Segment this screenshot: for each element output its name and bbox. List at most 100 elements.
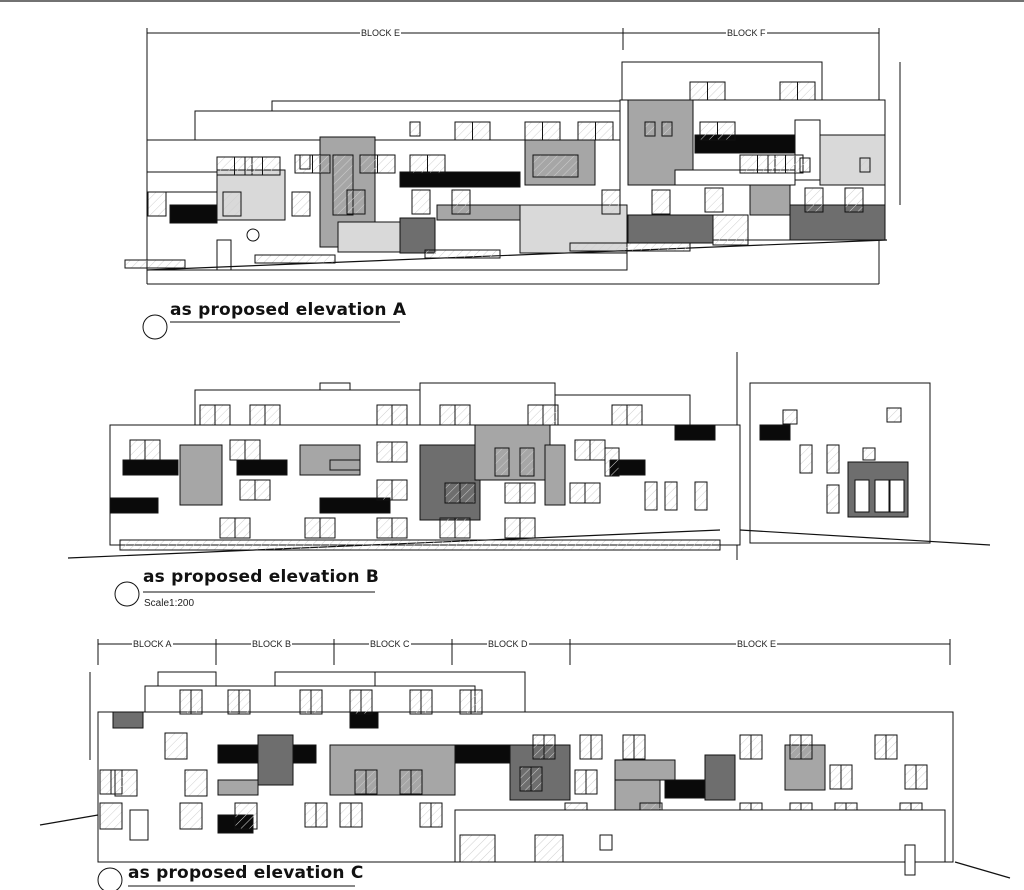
facade-panel — [749, 184, 791, 216]
elevation-b-scale: Scale1:200 — [144, 598, 195, 609]
facade-panel — [217, 744, 259, 764]
facade-panel — [329, 744, 456, 796]
facade-panel — [157, 671, 217, 688]
window — [164, 732, 188, 760]
elevation-a-marker — [142, 314, 168, 340]
elevation-b-drawing — [67, 352, 991, 607]
window — [804, 187, 824, 213]
elevation-b-marker — [114, 581, 140, 607]
facade-panel — [217, 779, 259, 796]
window — [409, 121, 421, 137]
window — [299, 154, 311, 170]
facade-panel — [614, 759, 676, 781]
window — [99, 802, 123, 830]
facade-panel — [454, 744, 511, 764]
facade-panel — [789, 204, 886, 241]
elevation-b-title: as proposed elevation B — [143, 567, 379, 587]
facade-panel — [436, 204, 523, 221]
block-d-label: BLOCK D — [487, 639, 529, 649]
facade-panel — [146, 171, 218, 193]
elevation-a-drawing — [124, 28, 901, 340]
stone-wall — [254, 254, 336, 264]
window — [664, 481, 678, 511]
facade-panel — [337, 221, 401, 253]
facade-panel — [319, 497, 391, 514]
window — [147, 191, 167, 217]
window — [644, 121, 656, 137]
window — [114, 769, 138, 797]
window — [826, 484, 840, 514]
facade-panel — [454, 809, 946, 863]
arched-window — [494, 447, 510, 477]
door — [216, 239, 232, 271]
window — [411, 189, 431, 215]
facade-panel — [292, 744, 317, 764]
facade-panel — [627, 214, 714, 244]
window — [799, 444, 813, 474]
facade-panel — [544, 444, 566, 506]
window — [346, 189, 366, 215]
facade-panel — [236, 459, 288, 476]
window — [599, 834, 613, 851]
facade-panel — [712, 214, 749, 246]
stone-wall — [569, 242, 691, 252]
facade-panel — [122, 459, 179, 476]
garage-door — [534, 834, 564, 863]
window — [644, 481, 658, 511]
facade-panel — [819, 134, 886, 186]
arched-window — [604, 447, 620, 477]
block-a-label: BLOCK A — [132, 639, 173, 649]
window — [651, 189, 671, 215]
facade-panel — [664, 779, 706, 799]
facade-panel — [704, 754, 736, 801]
window — [601, 189, 621, 215]
block-e-label-c: BLOCK E — [736, 639, 778, 649]
window — [782, 409, 798, 425]
window — [451, 189, 471, 215]
window — [844, 187, 864, 213]
stone-wall — [424, 249, 501, 259]
window — [886, 407, 902, 423]
ground-line — [954, 861, 1011, 879]
elevation-c-drawing — [39, 639, 1011, 890]
arched-window — [874, 479, 890, 513]
stone-wall — [124, 259, 186, 269]
block-b-label: BLOCK B — [251, 639, 293, 649]
facade-panel — [759, 424, 791, 441]
block-f-label-a: BLOCK F — [726, 28, 767, 38]
window — [862, 447, 876, 461]
window — [799, 157, 811, 173]
window — [704, 187, 724, 213]
facade-panel — [674, 169, 796, 186]
stone-wall — [119, 539, 721, 551]
block-e-label-a: BLOCK E — [360, 28, 402, 38]
facade-panel — [532, 154, 579, 178]
ground-line — [739, 529, 991, 546]
window — [184, 769, 208, 797]
window — [694, 481, 708, 511]
arched-window — [854, 479, 870, 513]
facade-panel — [399, 171, 521, 188]
window — [179, 802, 203, 830]
facade-panel — [329, 459, 361, 471]
facade-panel — [112, 711, 144, 729]
ground-line — [39, 814, 99, 826]
window — [222, 191, 242, 217]
round-window — [246, 228, 260, 242]
window — [291, 191, 311, 217]
window — [859, 157, 871, 173]
window — [826, 444, 840, 474]
facade-panel — [169, 204, 218, 224]
door — [129, 809, 149, 841]
block-c-label: BLOCK C — [369, 639, 411, 649]
window — [661, 121, 673, 137]
arched-window — [519, 447, 535, 477]
window — [234, 802, 258, 830]
garage-door — [459, 834, 496, 863]
facade-panel — [257, 734, 294, 786]
arched-window — [889, 479, 905, 513]
ground-line — [146, 239, 888, 271]
facade-panel — [674, 424, 716, 441]
elevation-c-title: as proposed elevation C — [128, 863, 364, 883]
